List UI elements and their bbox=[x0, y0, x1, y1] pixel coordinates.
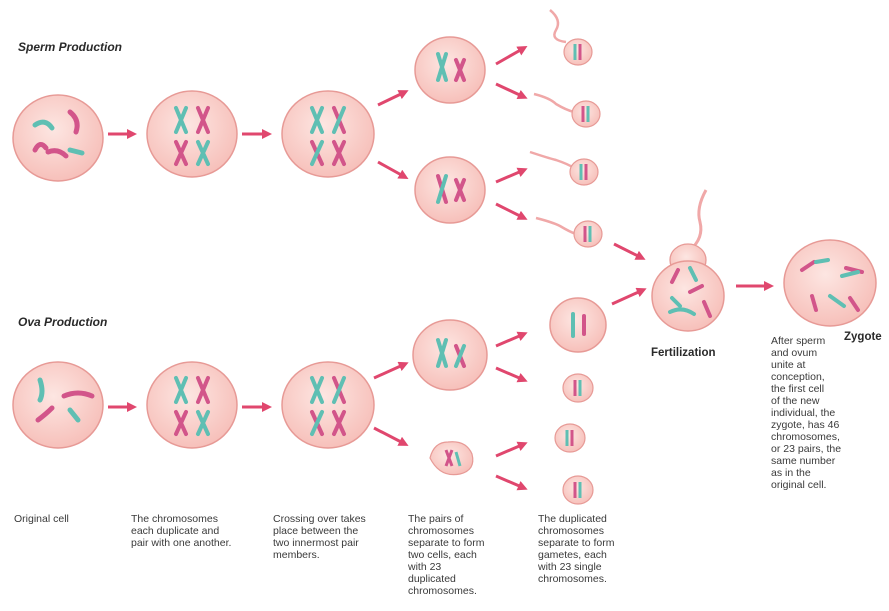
arrow bbox=[496, 48, 524, 64]
caption-zygote: After sperm and ovum unite at conception… bbox=[771, 335, 841, 491]
arrow bbox=[374, 428, 405, 444]
fertilization-label: Fertilization bbox=[651, 347, 716, 359]
polar-body-3 bbox=[563, 476, 593, 504]
arrow bbox=[612, 290, 643, 304]
ova-duplicate-cell bbox=[147, 362, 237, 448]
sperm-cell-4 bbox=[536, 218, 602, 247]
sperm-split-cell-bottom bbox=[415, 157, 485, 223]
sperm-production-title: Sperm Production bbox=[18, 40, 122, 54]
arrow bbox=[374, 364, 405, 378]
arrow bbox=[378, 92, 405, 105]
arrow bbox=[496, 444, 524, 456]
sperm-cell-1 bbox=[550, 10, 592, 65]
caption-original-cell: Original cell bbox=[14, 513, 69, 525]
arrow bbox=[496, 476, 524, 488]
arrow bbox=[496, 204, 524, 218]
caption-gametes: The duplicated chromosomes separate to f… bbox=[538, 513, 614, 585]
caption-duplicate: The chromosomes each duplicate and pair … bbox=[131, 513, 231, 549]
polar-body-2 bbox=[555, 424, 585, 452]
arrow bbox=[378, 162, 405, 177]
sperm-crossing-cell bbox=[282, 91, 374, 177]
ova-polar-body bbox=[430, 442, 473, 475]
sperm-cell-3 bbox=[530, 152, 598, 185]
ova-crossing-cell bbox=[282, 362, 374, 448]
sperm-split-cell-top bbox=[415, 37, 485, 103]
caption-crossing: Crossing over takes place between the tw… bbox=[273, 513, 366, 561]
ova-production-title: Ova Production bbox=[18, 315, 107, 329]
arrow bbox=[614, 244, 642, 258]
arrow bbox=[496, 334, 524, 346]
caption-pairs-separate: The pairs of chromosomes separate to for… bbox=[408, 513, 484, 597]
zygote-label: Zygote bbox=[844, 331, 882, 343]
arrow bbox=[496, 84, 524, 97]
sperm-original-cell bbox=[13, 95, 103, 181]
arrow bbox=[496, 170, 524, 182]
arrow bbox=[496, 368, 524, 380]
sperm-duplicate-cell bbox=[147, 91, 237, 177]
sperm-cell-2 bbox=[534, 94, 600, 127]
zygote-cell bbox=[784, 240, 876, 326]
ovum-cell bbox=[550, 298, 606, 352]
polar-body-1 bbox=[563, 374, 593, 402]
ova-original-cell bbox=[13, 362, 103, 448]
ova-split-cell-top bbox=[413, 320, 487, 390]
fertilization-cell bbox=[652, 190, 724, 331]
